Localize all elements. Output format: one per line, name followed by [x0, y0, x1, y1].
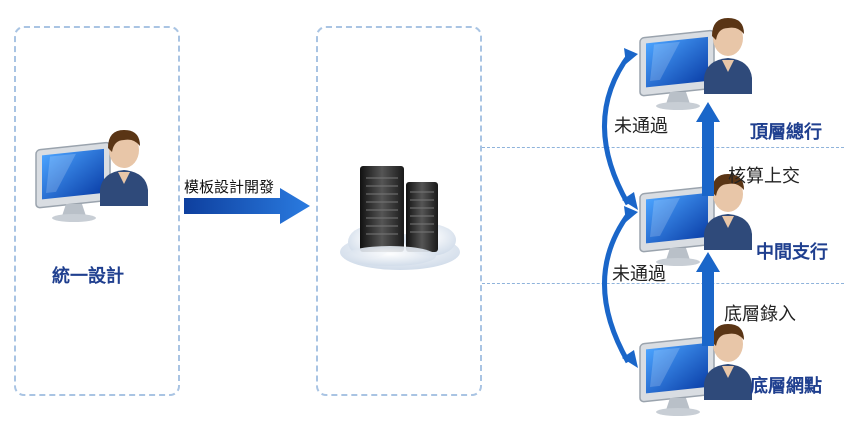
curved-arrow-icon: [602, 48, 638, 210]
connector-top: [482, 147, 844, 148]
arrow-up-icon: [696, 102, 720, 196]
connector-bottom: [482, 283, 844, 284]
server-panel: [316, 26, 482, 396]
user-computer-icon: [35, 129, 149, 223]
unified-design-label: 統一設計: [52, 266, 124, 287]
not-passed-top-label: 未通過: [614, 116, 668, 137]
role-top-label: 頂層總行: [750, 122, 822, 143]
role-middle-label: 中間支行: [756, 242, 828, 263]
design-panel: [14, 26, 180, 396]
role-bottom-label: 底層網點: [750, 376, 822, 397]
template-dev-label: 模板設計開發: [184, 178, 275, 196]
report-up-label: 核算上交: [728, 166, 800, 187]
server-cloud-icon: [340, 166, 460, 270]
bottom-entry-label: 底層錄入: [724, 304, 796, 325]
arrow-right-icon: [184, 188, 310, 224]
not-passed-bottom-label: 未通過: [612, 264, 666, 285]
arrow-up-icon: [696, 252, 720, 346]
curved-arrow-icon: [602, 206, 638, 368]
